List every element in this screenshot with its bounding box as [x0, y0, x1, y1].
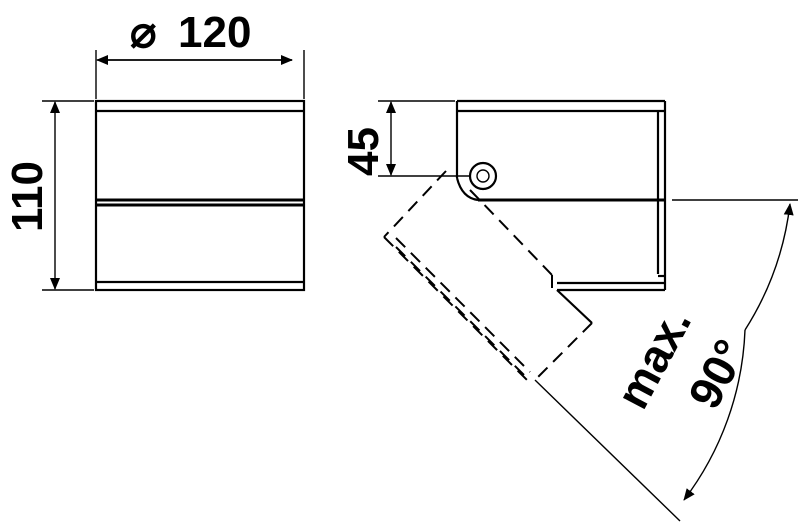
tilted-head-inner-band: [395, 246, 526, 377]
tilted-head-top-edge: [383, 170, 447, 238]
tilt-label-max: max.: [606, 300, 701, 417]
front-view: [94, 99, 306, 292]
tilted-head-outline: [383, 170, 593, 381]
tilted-head-bottom-edge: [534, 322, 593, 381]
tilt-angle-arc-upper: [744, 203, 794, 331]
diameter-symbol: ⌀: [130, 8, 157, 57]
pivot-height-dimension: 45: [339, 100, 470, 177]
height-dimension: 110: [3, 100, 94, 291]
pivot-height-value: 45: [339, 127, 388, 176]
tilted-head-front-edge: [383, 236, 528, 381]
width-value: 120: [178, 8, 251, 57]
pivot-screw-inner: [476, 169, 490, 183]
height-value: 110: [3, 161, 52, 232]
front-view-body: [94, 99, 306, 292]
pivot-screw-outer: [468, 161, 498, 191]
width-dimension: ⌀ 120: [95, 8, 305, 99]
tilt-reference-diagonal: [534, 379, 681, 522]
tilted-head-lower-edge: [556, 289, 593, 324]
tilted-head-upper-edge: [469, 189, 553, 276]
tilt-angle-dimension: max. 90°: [534, 199, 798, 522]
tilted-head-front-band: [395, 237, 531, 373]
tilt-angle-arc: [683, 329, 746, 501]
side-view: [455, 99, 667, 292]
pivot-housing-curve: [455, 177, 479, 202]
